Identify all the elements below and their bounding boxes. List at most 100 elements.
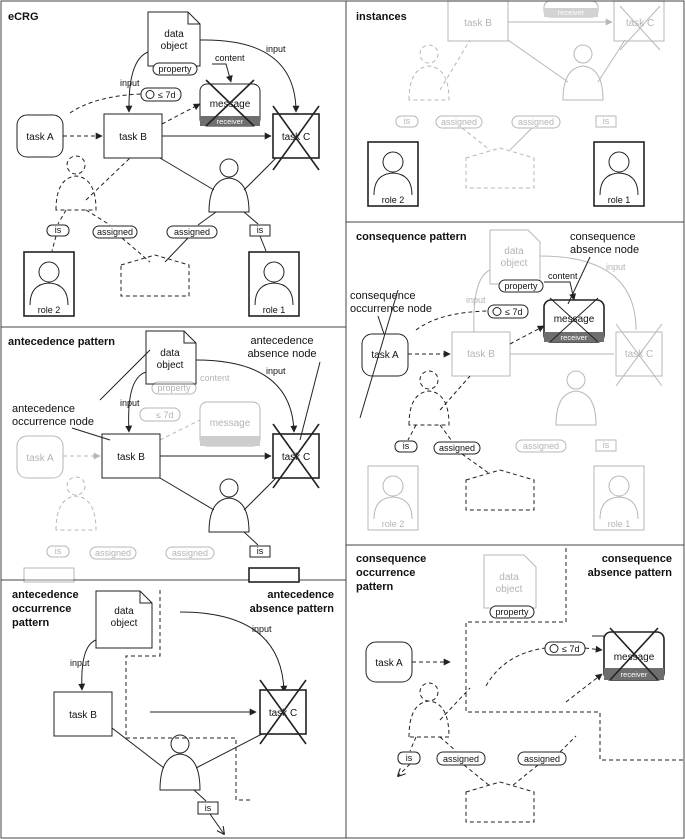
panel-title-consequence-pattern: consequence pattern (356, 231, 467, 243)
svg-text:task C: task C (269, 708, 297, 719)
panel-title-antecedence-pattern: antecedence pattern (8, 336, 115, 348)
org-unit-dashed (120, 254, 190, 297)
ann-antecedence-occurrence-2: occurrence node (12, 416, 94, 428)
cap-message-node: message receiver (603, 627, 665, 681)
message-node: message receiver (199, 79, 261, 127)
dashed-person (55, 155, 97, 211)
svg-text:assigned: assigned (439, 443, 475, 453)
role2-box: role 2 (23, 251, 75, 317)
svg-text:receiver: receiver (561, 333, 588, 342)
svg-text:≤ 7d: ≤ 7d (156, 410, 173, 420)
svg-text:≤ 7d: ≤ 7d (505, 307, 522, 317)
svg-text:message: message (210, 418, 251, 429)
svg-text:object: object (501, 258, 528, 269)
assigned-label-1: assigned (97, 227, 133, 237)
svg-text:absence pattern: absence pattern (250, 603, 335, 615)
svg-text:consequence: consequence (602, 553, 672, 565)
assigned-label-2: assigned (174, 227, 210, 237)
ann-consequence-occurrence-2: occurrence node (350, 303, 432, 315)
svg-text:assigned: assigned (172, 548, 208, 558)
ann-antecedence-occurrence-1: antecedence (12, 403, 75, 415)
instances-role2: role 2 (367, 141, 419, 207)
svg-text:is: is (205, 803, 212, 813)
cp-message-node: message receiver (543, 297, 605, 343)
role2-label: role 2 (38, 305, 61, 315)
ann-antecedence-absence-1: antecedence (251, 335, 314, 347)
svg-text:is: is (403, 441, 410, 451)
svg-text:receiver: receiver (558, 8, 585, 17)
svg-text:pattern: pattern (12, 617, 50, 629)
time-constraint (140, 87, 182, 102)
ann-consequence-absence-1: consequence (570, 231, 635, 243)
panel-antecedence-split: antecedence occurrence pattern anteceden… (12, 589, 334, 834)
svg-text:is: is (406, 753, 413, 763)
svg-text:occurrence: occurrence (12, 603, 71, 615)
task-b-label: task B (119, 132, 147, 143)
svg-text:task A: task A (26, 453, 54, 464)
receiver-label: receiver (217, 117, 244, 126)
svg-text:task C: task C (625, 349, 653, 360)
svg-text:input: input (70, 658, 90, 668)
data-object-label-1: data (164, 29, 184, 40)
panel-title-ecrg: eCRG (8, 11, 39, 23)
svg-text:data: data (504, 246, 524, 257)
panel-title-instances: instances (356, 11, 407, 23)
svg-text:object: object (496, 584, 523, 595)
svg-text:is: is (257, 546, 264, 556)
svg-text:antecedence: antecedence (267, 589, 334, 601)
data-object: data object property (147, 11, 201, 76)
svg-text:pattern: pattern (356, 581, 394, 593)
svg-text:assigned: assigned (523, 441, 559, 451)
svg-text:occurrence: occurrence (356, 567, 415, 579)
svg-text:task A: task A (371, 350, 399, 361)
svg-text:receiver: receiver (621, 670, 648, 679)
task-c-node (272, 113, 320, 159)
solid-person (208, 158, 250, 213)
svg-text:input: input (606, 262, 626, 272)
svg-text:object: object (157, 360, 184, 371)
svg-text:assigned: assigned (524, 754, 560, 764)
svg-text:assigned: assigned (443, 754, 479, 764)
ann-consequence-absence-2: absence node (570, 244, 639, 256)
svg-text:content: content (548, 271, 578, 281)
svg-text:property: property (157, 383, 191, 393)
svg-text:assigned: assigned (518, 117, 554, 127)
is-label-2: is (257, 225, 264, 235)
role1-label: role 1 (263, 305, 286, 315)
svg-text:is: is (603, 116, 610, 126)
input-label-2: input (266, 44, 286, 54)
svg-text:input: input (466, 295, 486, 305)
property-label: property (158, 64, 192, 74)
instances-role1: role 1 (593, 141, 645, 207)
role1-box: role 1 (248, 251, 300, 317)
svg-text:task B: task B (464, 18, 492, 29)
svg-text:is: is (55, 546, 62, 556)
svg-text:content: content (200, 373, 230, 383)
task-b-node (103, 113, 163, 159)
svg-text:is: is (404, 116, 411, 126)
svg-text:property: property (495, 607, 529, 617)
data-object-label-2: object (161, 41, 188, 52)
ann-antecedence-absence-2: absence node (247, 348, 316, 360)
svg-text:is: is (603, 440, 610, 450)
svg-text:assigned: assigned (95, 548, 131, 558)
svg-text:antecedence: antecedence (12, 589, 79, 601)
time-label: ≤ 7d (158, 90, 175, 100)
svg-text:input: input (266, 366, 286, 376)
svg-text:role 1: role 1 (608, 519, 631, 529)
svg-text:role 2: role 2 (382, 195, 405, 205)
svg-text:data: data (499, 572, 519, 583)
svg-text:task B: task B (467, 349, 495, 360)
svg-text:task A: task A (375, 658, 403, 669)
panel-antecedence-pattern: antecedence pattern data object property… (8, 330, 321, 583)
svg-text:property: property (504, 281, 538, 291)
svg-text:absence pattern: absence pattern (588, 567, 673, 579)
svg-text:data: data (160, 348, 180, 359)
svg-text:task C: task C (626, 18, 654, 29)
is-label-1: is (55, 225, 62, 235)
panel-consequence-split: consequence occurrence pattern consequen… (356, 548, 684, 823)
content-label: content (215, 53, 245, 63)
svg-text:assigned: assigned (441, 117, 477, 127)
svg-text:role 1: role 1 (608, 195, 631, 205)
svg-text:data: data (114, 606, 134, 617)
